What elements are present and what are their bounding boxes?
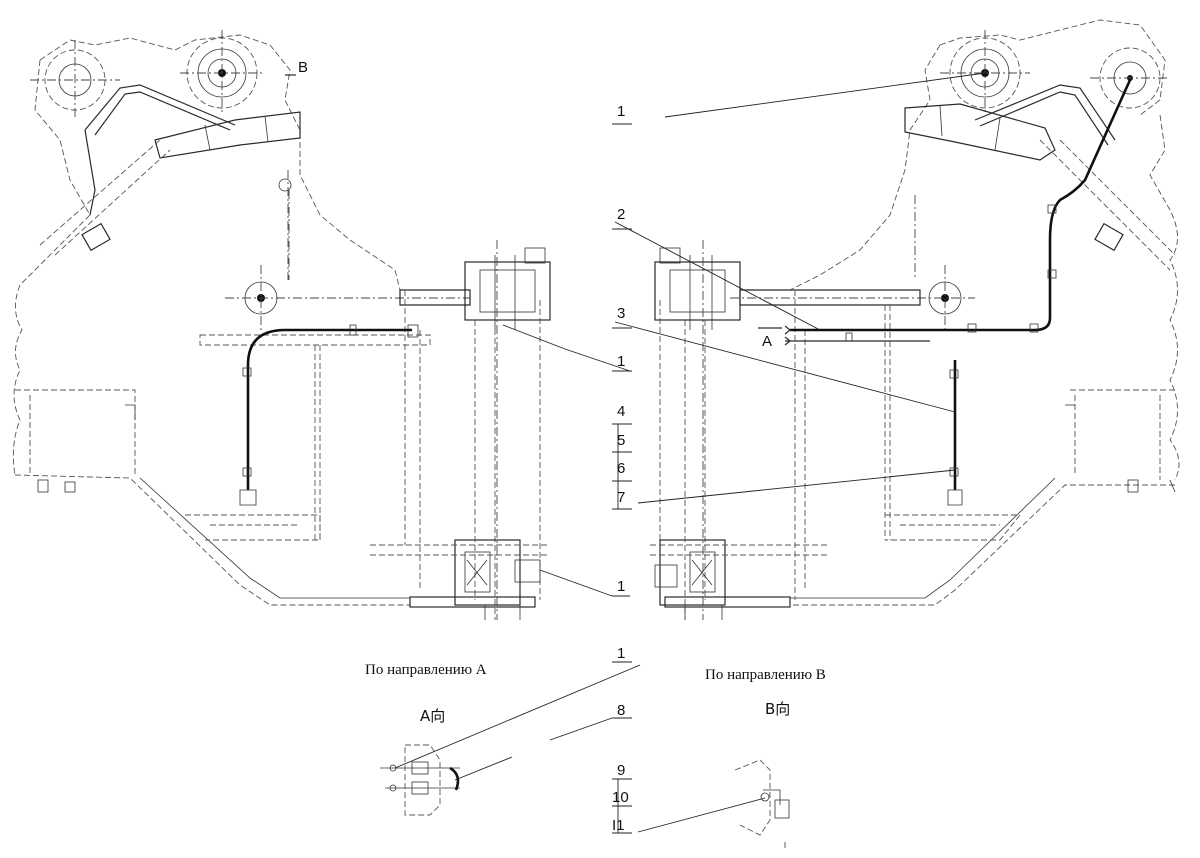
callout-3: 3 <box>617 305 626 322</box>
callout-10: 10 <box>612 789 629 806</box>
view-mark-b: B <box>298 59 309 76</box>
view-mark-a: A <box>762 333 773 350</box>
callout-4: 4 <box>617 403 626 420</box>
callout-1-mid: 1 <box>617 353 626 370</box>
callout-6: 6 <box>617 460 626 477</box>
leader-lines <box>502 72 986 597</box>
callout-1-top: 1 <box>617 103 626 120</box>
callout-5: 5 <box>617 432 626 449</box>
caption-view-b-ru: По направлению В <box>705 667 826 683</box>
caption-view-a-cn: A向 <box>420 707 446 725</box>
callout-8: 8 <box>617 702 626 719</box>
right-frame <box>650 19 1180 620</box>
detail-view-a <box>380 661 641 816</box>
callout-2: 2 <box>617 206 626 223</box>
callout-7: 7 <box>617 489 626 506</box>
callout-1-view-a: 1 <box>617 645 626 662</box>
caption-view-a-ru: По направлению А <box>365 662 487 678</box>
callout-11: I1 <box>612 817 625 834</box>
detail-view-b <box>612 759 790 848</box>
view-arrows <box>285 74 782 329</box>
callout-1-low: 1 <box>617 578 626 595</box>
left-frame <box>12 30 551 620</box>
callout-9: 9 <box>617 762 626 779</box>
caption-view-b-cn: B向 <box>765 700 791 718</box>
